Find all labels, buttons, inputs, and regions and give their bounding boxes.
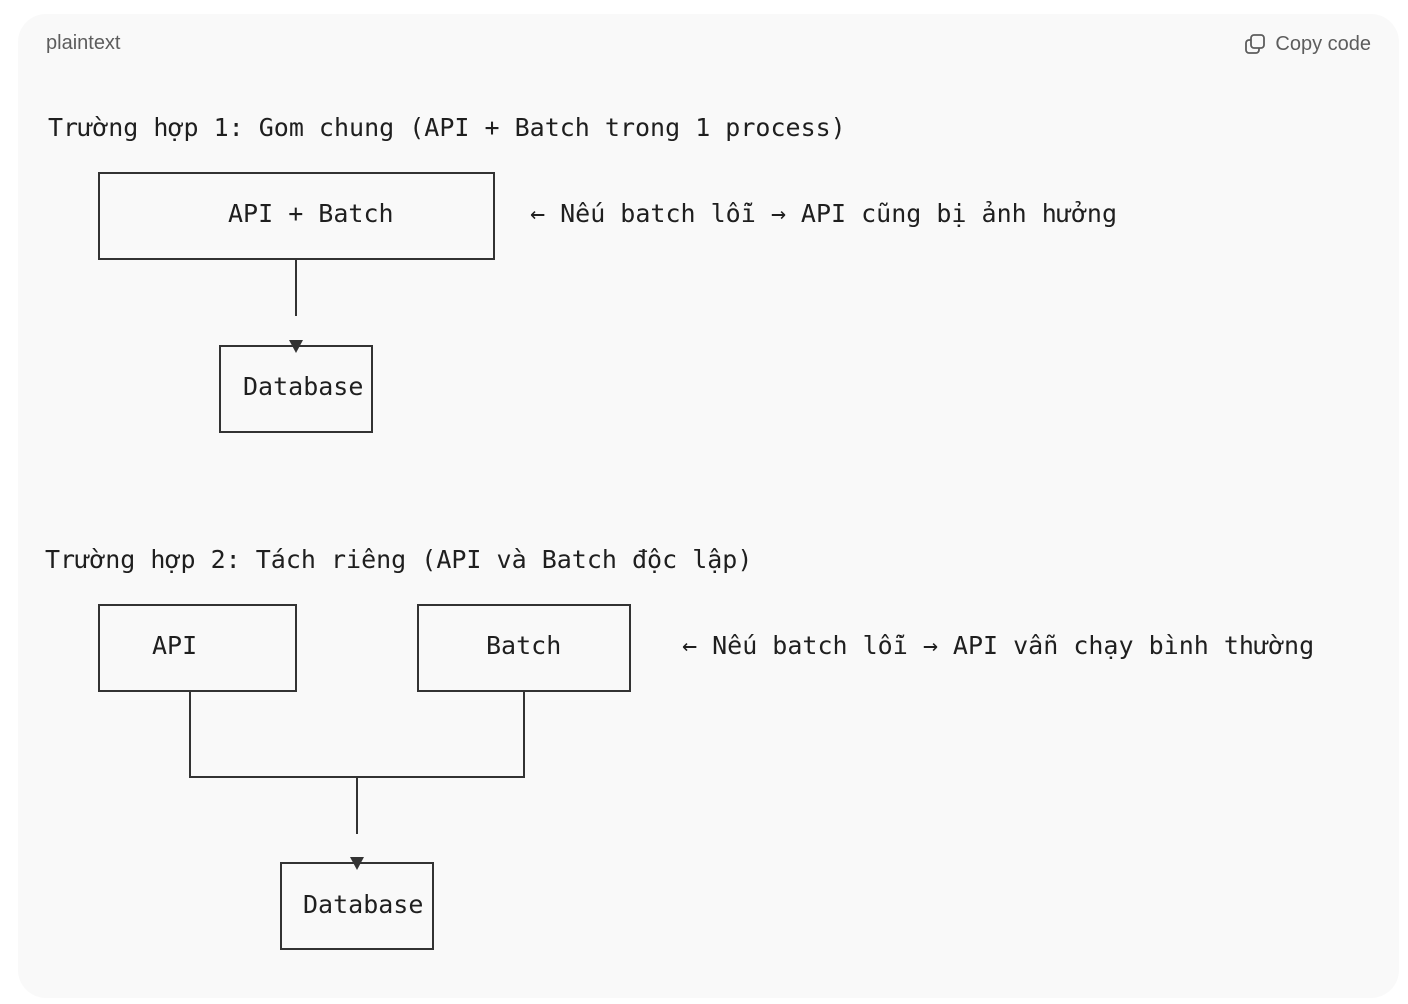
copy-icon xyxy=(1245,34,1266,54)
case2-connector xyxy=(356,778,358,834)
case1-note: ← Nếu batch lỗi → API cũng bị ảnh hưởng xyxy=(530,199,1117,228)
case2-database-label: Database xyxy=(303,890,424,919)
case2-note: ← Nếu batch lỗi → API vẫn chạy bình thườ… xyxy=(682,631,1315,660)
case1-title: Trường hợp 1: Gom chung (API + Batch tro… xyxy=(48,113,846,142)
api-label: API xyxy=(152,631,198,660)
copy-code-button[interactable]: Copy code xyxy=(1243,32,1371,56)
api-batch-label: API + Batch xyxy=(228,199,394,228)
code-block: plaintext Copy code xyxy=(18,14,1399,998)
code-language-label: plaintext xyxy=(46,32,121,54)
case2-title: Trường hợp 2: Tách riêng (API và Batch đ… xyxy=(45,545,753,574)
case2-database-box xyxy=(280,862,434,950)
merge-line xyxy=(189,776,525,778)
copy-code-label: Copy code xyxy=(1275,32,1371,55)
case1-database-box xyxy=(219,345,373,433)
batch-label: Batch xyxy=(486,631,562,660)
batch-connector xyxy=(523,692,525,778)
api-box xyxy=(98,604,297,692)
batch-box xyxy=(417,604,631,692)
api-batch-box xyxy=(98,172,495,260)
api-connector xyxy=(189,692,191,778)
case1-connector xyxy=(295,260,297,316)
case1-database-label: Database xyxy=(243,372,364,401)
